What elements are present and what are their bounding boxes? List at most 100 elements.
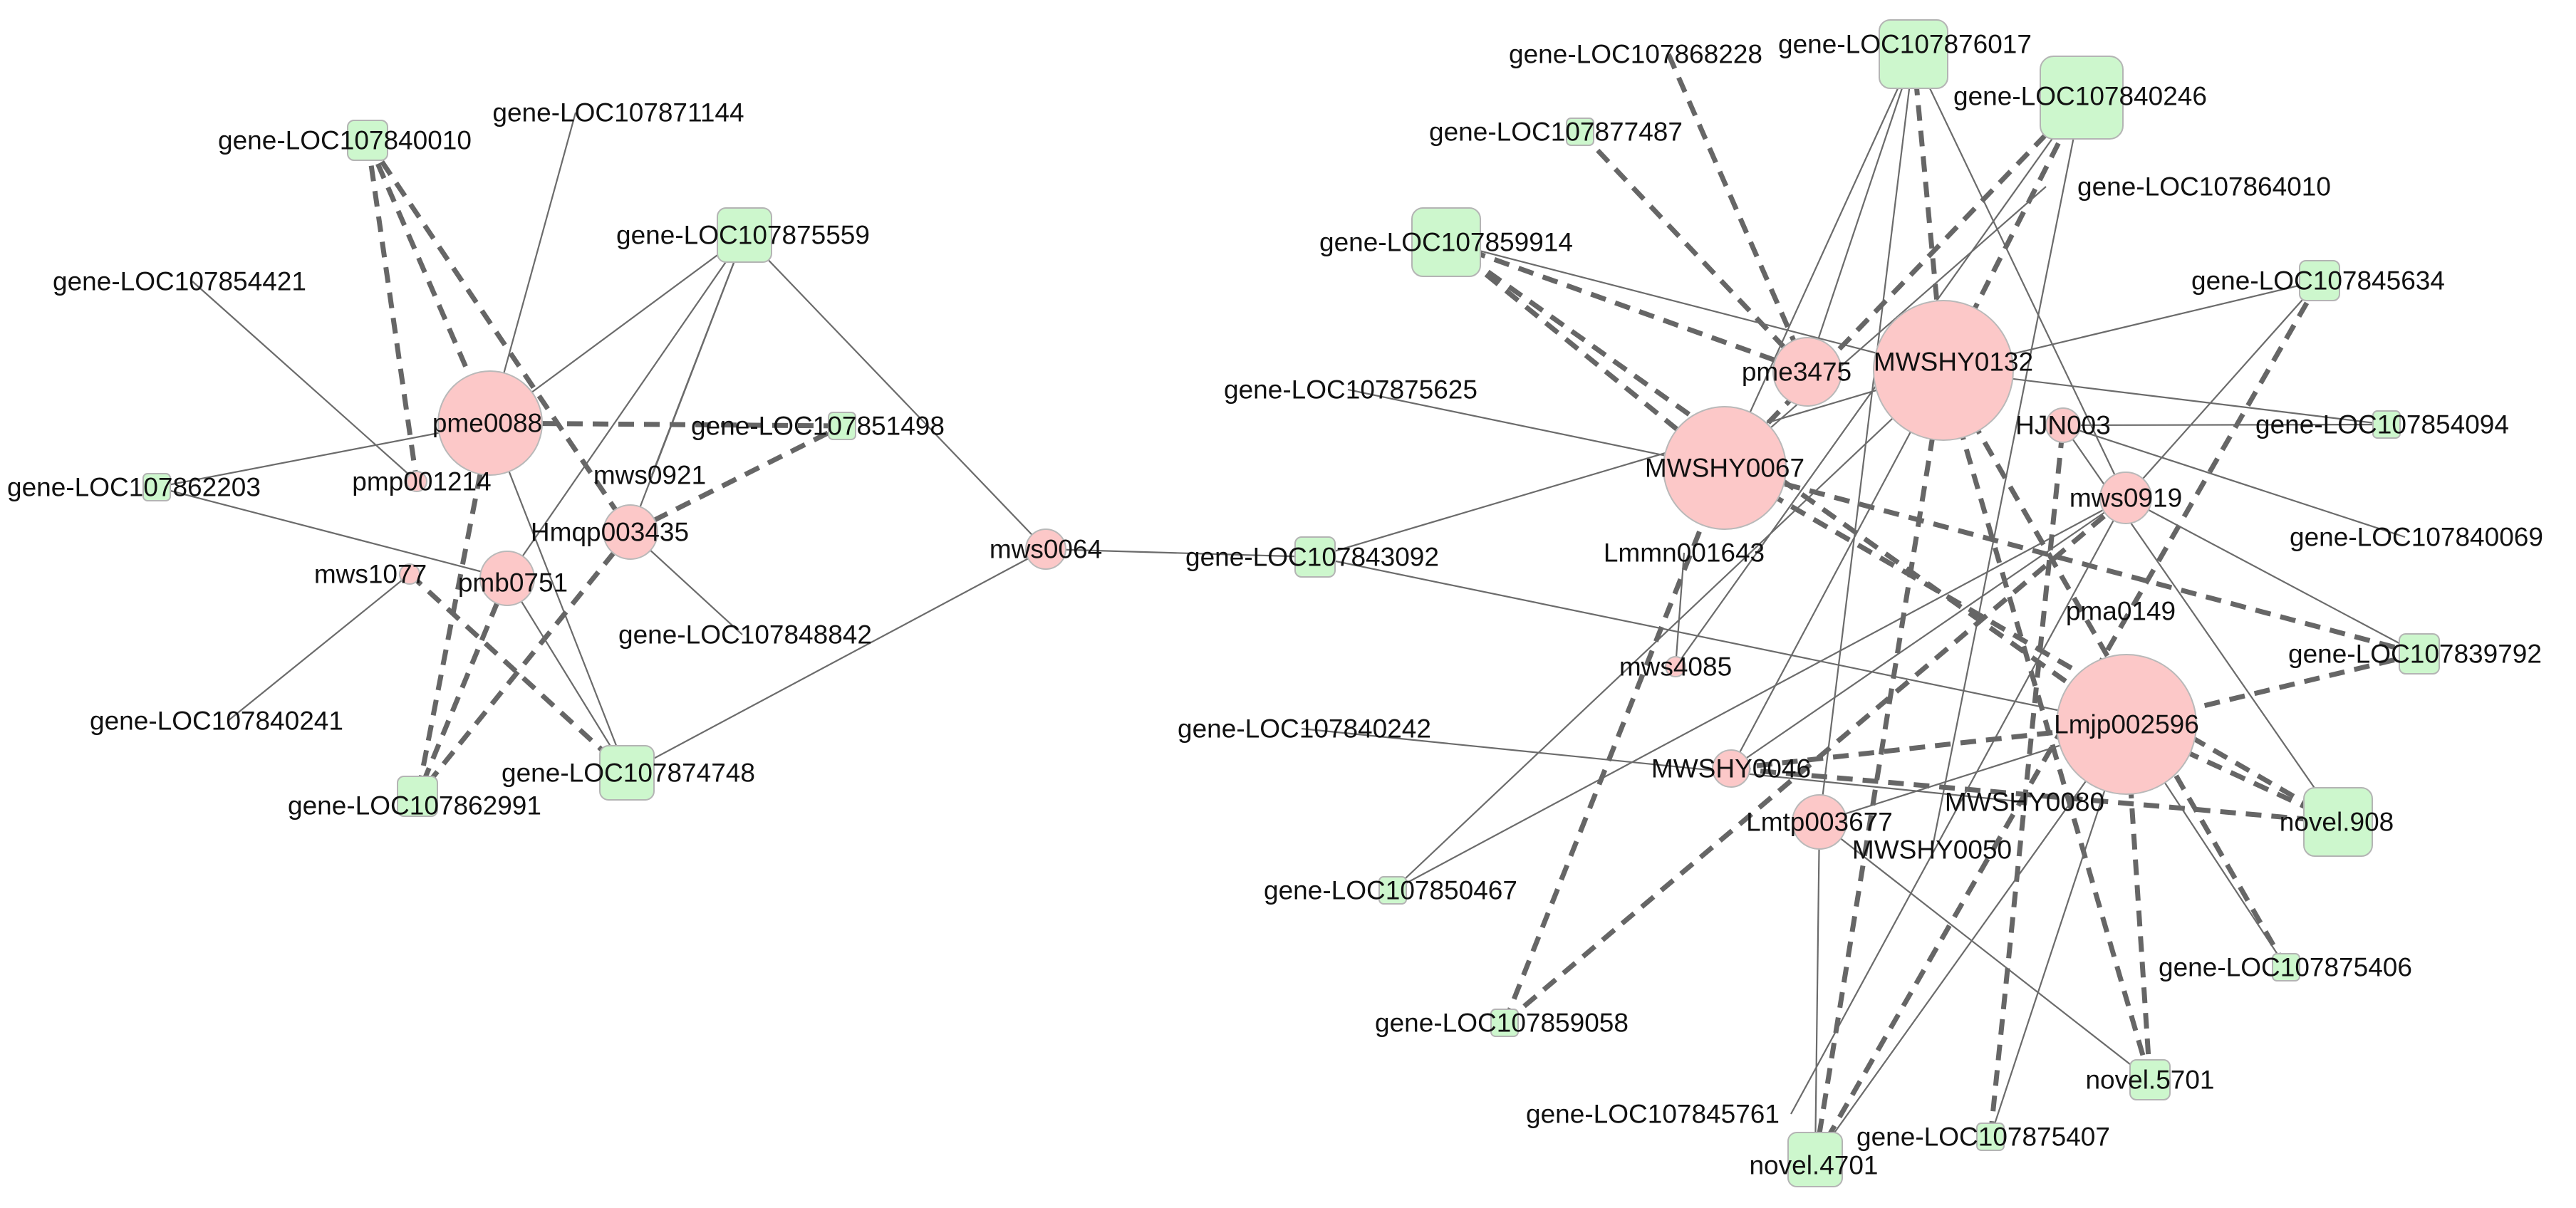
edge-gene-loc107875407-to-lmjp002596 bbox=[1989, 724, 2128, 1137]
mirna-node-mwshy0046[interactable] bbox=[1712, 749, 1750, 788]
edge-hmqp003435-to-gene-loc107862991 bbox=[415, 530, 633, 798]
gene-node-gene-loc107875407[interactable] bbox=[1976, 1123, 2005, 1151]
gene-node-gene-loc107845634[interactable] bbox=[2299, 260, 2340, 301]
mirna-node-pmp001214[interactable] bbox=[406, 471, 427, 492]
mirna-node-pmb0751[interactable] bbox=[479, 551, 535, 606]
edge-gene-loc107875559-to-pmb0751 bbox=[507, 234, 745, 579]
gene-node-novel-5701[interactable] bbox=[2129, 1059, 2171, 1100]
mirna-node-hmqp003435[interactable] bbox=[603, 504, 658, 560]
node-label-gene-loc107850467: gene-LOC107850467 bbox=[1264, 876, 1517, 905]
edge-gene-loc107875559-to-hmqp003435 bbox=[629, 234, 746, 533]
edge-gene-loc107859914-to-mwshy0067 bbox=[1444, 240, 1727, 470]
gene-node-gene-loc107877487[interactable] bbox=[1566, 118, 1594, 146]
gene-node-gene-loc107839792[interactable] bbox=[2399, 633, 2440, 675]
edge-gene-loc107850467-to-mws0919 bbox=[1392, 497, 2126, 891]
edge-gene-loc107876017-to-mwshy0067 bbox=[1723, 53, 1915, 469]
edge-gene-loc107876017-to-lmtp003677 bbox=[1818, 53, 1915, 823]
node-label-mwshy0046: MWSHY0046 bbox=[1651, 754, 1811, 783]
gene-node-gene-loc107862991[interactable] bbox=[397, 776, 438, 817]
node-label-gene-loc107840241: gene-LOC107840241 bbox=[90, 707, 343, 736]
edge-mws1077-to-gene-loc107840241 bbox=[227, 573, 410, 722]
node-label-novel-908: novel.908 bbox=[2280, 808, 2394, 837]
gene-node-gene-loc107859914[interactable] bbox=[1411, 207, 1481, 277]
edges-layer bbox=[156, 53, 2420, 1161]
edge-pme0088-to-gene-loc107851498 bbox=[489, 420, 843, 429]
gene-node-novel-908[interactable] bbox=[2303, 787, 2373, 857]
edge-mws0064-to-gene-loc107874748 bbox=[626, 548, 1046, 774]
mirna-node-mws0919[interactable] bbox=[2099, 472, 2152, 524]
edge-gene-loc107840010-to-pmp001214 bbox=[365, 140, 420, 482]
node-label-gene-loc107854094: gene-LOC107854094 bbox=[2255, 410, 2509, 439]
node-label-gene-loc107848842: gene-LOC107848842 bbox=[618, 620, 872, 650]
gene-node-gene-loc107840010[interactable] bbox=[347, 120, 388, 161]
node-label-gene-loc107862203: gene-LOC107862203 bbox=[7, 473, 261, 502]
edge-pme0088-to-gene-loc107862991 bbox=[415, 422, 493, 797]
gene-node-gene-loc107854094[interactable] bbox=[2372, 410, 2401, 439]
edge-gene-loc107877487-to-pme3475 bbox=[1578, 130, 1809, 374]
edge-mws0064-to-gene-loc107843092 bbox=[1045, 548, 1316, 558]
edge-gene-loc107854421-to-pmp001214 bbox=[192, 281, 417, 482]
node-label-hmqp003435: Hmqp003435 bbox=[531, 518, 689, 547]
gene-node-gene-loc107874748[interactable] bbox=[599, 745, 655, 801]
node-label-gene-loc107854421: gene-LOC107854421 bbox=[53, 267, 306, 296]
nodes-layer bbox=[142, 19, 2440, 1187]
mirna-node-mwshy0067[interactable] bbox=[1663, 406, 1787, 530]
node-label-gene-loc107840010: gene-LOC107840010 bbox=[218, 126, 472, 155]
edge-gene-loc107840010-to-hmqp003435 bbox=[365, 139, 633, 533]
edge-gene-loc107875559-to-mws0064 bbox=[744, 234, 1046, 550]
edge-mwshy0046-to-lmjp002596 bbox=[1730, 722, 2127, 771]
edge-pmb0751-to-gene-loc107874748 bbox=[507, 578, 628, 774]
node-label-mwshy0080: MWSHY0080 bbox=[1945, 788, 2104, 817]
edge-gene-loc107845634-to-novel-4701 bbox=[1812, 279, 2322, 1161]
edge-novel-4701-to-mwshy0132 bbox=[1812, 370, 1946, 1160]
gene-node-gene-loc107875406[interactable] bbox=[2272, 953, 2300, 982]
edge-gene-loc107845634-to-mws0919 bbox=[2125, 280, 2320, 499]
mirna-node-mws4085[interactable] bbox=[1665, 656, 1686, 677]
gene-node-gene-loc107875559[interactable] bbox=[717, 207, 772, 263]
mirna-node-hjn003[interactable] bbox=[2045, 407, 2081, 443]
edge-pmb0751-to-gene-loc107862991 bbox=[415, 577, 510, 798]
edge-gene-loc107862203-to-pme0088 bbox=[156, 422, 491, 489]
edge-pme0088-to-gene-loc107874748 bbox=[489, 422, 628, 774]
mirna-node-pme0088[interactable] bbox=[437, 370, 543, 476]
node-label-gene-loc107839792: gene-LOC107839792 bbox=[2288, 640, 2542, 669]
node-label-mws0921: mws0921 bbox=[593, 461, 706, 490]
node-label-gene-loc107871144: gene-LOC107871144 bbox=[492, 98, 744, 127]
node-label-gene-loc107875406: gene-LOC107875406 bbox=[2159, 953, 2412, 982]
edge-gene-loc107839792-to-mws0919 bbox=[2125, 497, 2420, 655]
edge-gene-loc107840069-to-hjn003 bbox=[2062, 424, 2406, 538]
node-label-gene-loc107868228: gene-LOC107868228 bbox=[1509, 40, 1762, 69]
node-label-gene-loc107859058: gene-LOC107859058 bbox=[1375, 1009, 1629, 1038]
node-label-pme3475: pme3475 bbox=[1742, 358, 1852, 387]
mirna-node-lmtp003677[interactable] bbox=[1792, 794, 1847, 850]
node-label-gene-loc107845761: gene-LOC107845761 bbox=[1526, 1100, 1780, 1129]
gene-node-gene-loc107851498[interactable] bbox=[828, 412, 856, 440]
mirna-node-mwshy0132[interactable] bbox=[1873, 300, 2014, 441]
edge-gene-loc107876017-to-pme3475 bbox=[1806, 53, 1915, 373]
gene-node-gene-loc107859058[interactable] bbox=[1490, 1009, 1519, 1037]
gene-node-gene-loc107843092[interactable] bbox=[1294, 536, 1336, 578]
gene-node-gene-loc107840246[interactable] bbox=[2040, 56, 2124, 140]
node-label-gene-loc107864010: gene-LOC107864010 bbox=[2077, 172, 2331, 202]
node-label-gene-loc107845634: gene-LOC107845634 bbox=[2191, 266, 2445, 296]
gene-node-gene-loc107862203[interactable] bbox=[142, 473, 171, 501]
edge-gene-loc107843092-to-mwshy0132 bbox=[1314, 369, 1944, 558]
edge-mwshy0046-to-mws0919 bbox=[1730, 497, 2126, 769]
mirna-node-lmjp002596[interactable] bbox=[2056, 654, 2197, 795]
edge-gene-loc107875559-to-pme0088 bbox=[489, 234, 745, 424]
edge-gene-loc107875625-to-mwshy0067 bbox=[1347, 388, 1725, 469]
mirna-node-mws1077[interactable] bbox=[399, 563, 420, 585]
node-label-gene-loc107843092: gene-LOC107843092 bbox=[1185, 543, 1439, 572]
edge-novel-5701-to-mwshy0132 bbox=[1941, 370, 2153, 1081]
mirna-node-pme3475[interactable] bbox=[1772, 337, 1842, 407]
labels-layer: pme0088pmp001214Hmqp003435mws0921mws1077… bbox=[7, 30, 2543, 1180]
mirna-node-mws0064[interactable] bbox=[1025, 528, 1066, 570]
gene-node-gene-loc107850467[interactable] bbox=[1378, 876, 1407, 905]
edge-lmmn001643-to-mws4085 bbox=[1674, 552, 1686, 667]
node-label-mws0064: mws0064 bbox=[990, 535, 1102, 564]
gene-node-novel-4701[interactable] bbox=[1787, 1132, 1843, 1187]
edge-mwshy0046-to-mwshy0132 bbox=[1730, 370, 1944, 769]
node-label-gene-loc107875407: gene-LOC107875407 bbox=[1856, 1123, 2110, 1152]
gene-node-gene-loc107876017[interactable] bbox=[1879, 19, 1948, 89]
